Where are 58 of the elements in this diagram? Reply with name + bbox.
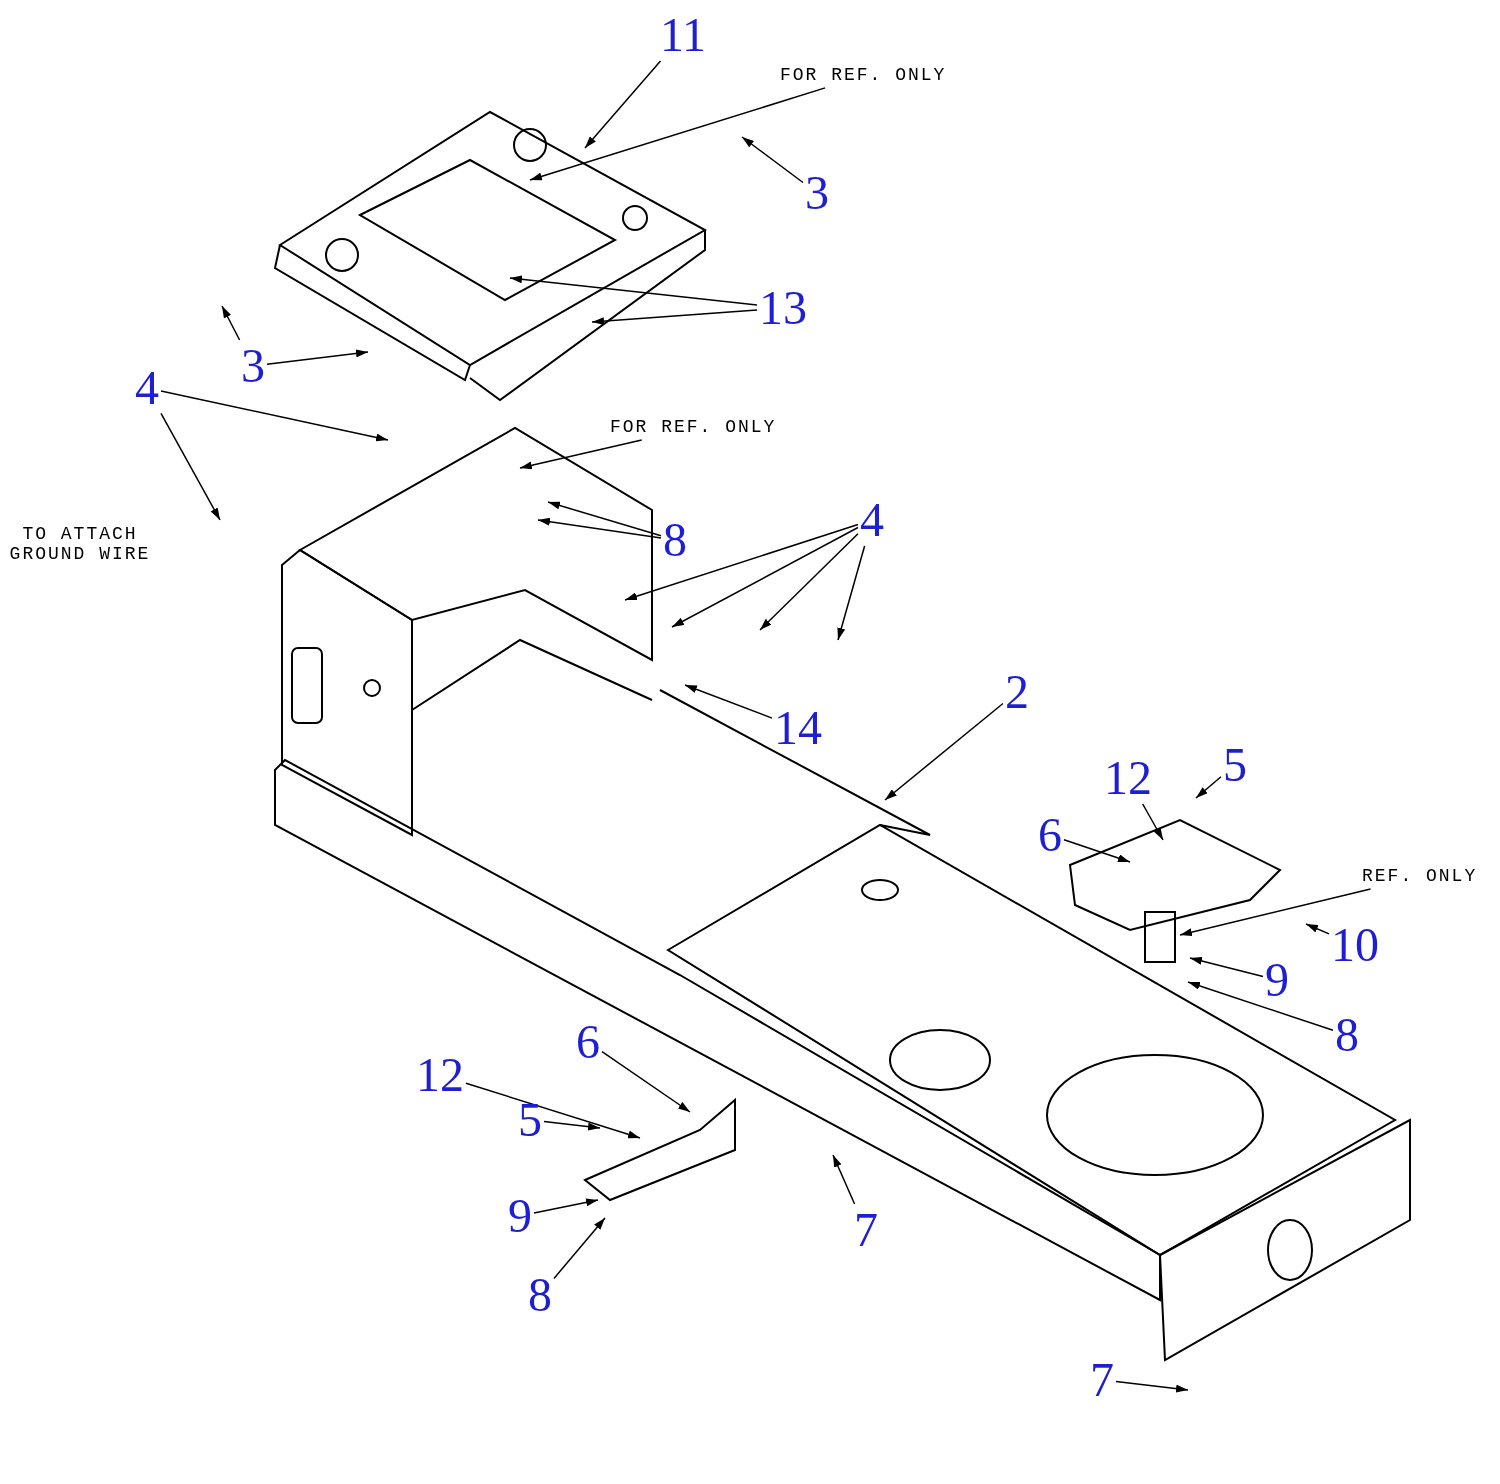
callout-number: 4 [135,364,159,412]
callout-number: 12 [1104,754,1152,802]
callout-number: 5 [518,1096,542,1144]
callout-number: 14 [774,704,822,752]
note-text: TO ATTACH GROUND WIRE [8,525,152,565]
leader-line [533,1198,599,1214]
leader-line [519,439,643,470]
leader-line [1063,838,1131,863]
leader-line [1141,803,1164,841]
callout-number: 8 [528,1271,552,1319]
callout-number: 12 [416,1051,464,1099]
leader-line [537,517,662,539]
leader-line [741,136,804,184]
leader-line [509,275,758,306]
leader-line [1187,981,1334,1032]
leader-line [832,1154,856,1205]
leader-line [160,412,221,521]
callout-number: 8 [1335,1011,1359,1059]
leader-line [543,1120,601,1131]
callout-number: 5 [1223,741,1247,789]
leader-line [601,1050,691,1113]
callout-number: 6 [576,1018,600,1066]
leader-line [759,533,859,631]
reference-note: REF. ONLY [1362,867,1478,887]
leader-line [624,523,859,601]
leader-line [221,305,241,341]
callout-number: 9 [508,1192,532,1240]
leader-line [160,390,389,442]
callout-number: 7 [1090,1356,1114,1404]
callout-number: 4 [860,496,884,544]
callout-number: 7 [854,1206,878,1254]
callout-number: 13 [759,284,807,332]
leader-line [837,545,866,641]
leader-line [1305,923,1330,935]
leader-line [529,87,826,181]
leader-line [671,526,859,628]
leader-line [591,309,758,326]
callout-number: 10 [1331,921,1379,969]
callout-number: 6 [1038,811,1062,859]
reference-note: FOR REF. ONLY [780,66,947,86]
leader-line [1179,888,1372,937]
leader-line [465,1082,641,1139]
leader-line [1115,1380,1189,1393]
leader-line [684,684,773,719]
callout-number: 2 [1005,668,1029,716]
leader-line [1195,776,1222,799]
leader-line [547,501,662,537]
callout-number: 11 [659,11,707,59]
callout-number: 9 [1265,956,1289,1004]
callout-number: 3 [805,169,829,217]
reference-note: FOR REF. ONLY [610,418,777,438]
callout-number: 3 [241,342,265,390]
leader-line [266,349,369,366]
leader-line [584,60,662,149]
callout-number: 8 [663,516,687,564]
leader-line [553,1217,606,1280]
leader-line [884,702,1004,801]
leader-line [1189,957,1264,978]
